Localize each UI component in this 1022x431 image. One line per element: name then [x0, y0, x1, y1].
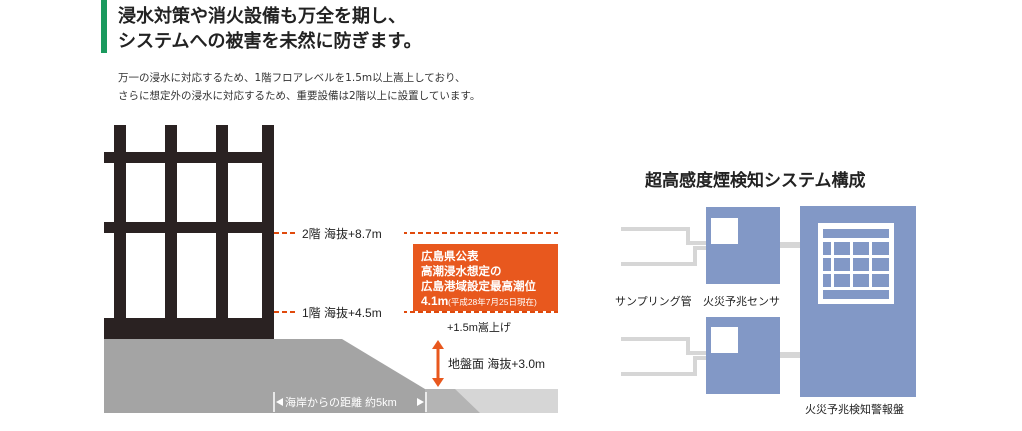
height-arrow-head-up: [432, 340, 444, 349]
section-heading: 浸水対策や消火設備も万全を期し、 システムへの被害を未然に防ぎます。: [118, 4, 422, 54]
alarm-panel-display: [823, 229, 889, 299]
heading-line-1: 浸水対策や消火設備も万全を期し、: [118, 6, 406, 27]
sampling-pipe-upper: [621, 227, 706, 266]
smoke-system-diagram: サンプリング管 火災予兆センサ 火災予兆検知警報盤: [615, 206, 916, 416]
sampling-pipe-lower: [621, 337, 706, 376]
distance-label: 海岸からの距離 約5km: [285, 395, 397, 409]
height-arrow-head-down: [432, 378, 444, 387]
section-description: 万一の浸水に対応するため、1階フロアレベルを1.5m以上嵩上しており、 さらに想…: [118, 69, 480, 105]
notice-date-note: (平成28年7月25日現在): [448, 297, 537, 307]
ground-level-label: 地盤面 海抜+3.0m: [448, 356, 545, 371]
fire-sensor-label: 火災予兆センサ: [703, 295, 780, 308]
building-frame: [104, 125, 274, 339]
description-line-2: さらに想定外の浸水に対応するため、重要設備は2階以上に設置しています。: [118, 90, 481, 102]
connector-upper: [780, 242, 800, 248]
sampling-pipe-label: サンプリング管: [615, 294, 692, 308]
raise-label: +1.5m嵩上げ: [447, 321, 511, 334]
flood-diagram: 2階 海抜+8.7m 1階 海抜+4.5m 広島県公表 高潮浸水想定の 広島港域…: [104, 125, 558, 413]
notice-line-1: 広島県公表: [421, 249, 479, 263]
alarm-panel-label: 火災予兆検知警報盤: [805, 402, 904, 416]
floor1-label: 1階 海抜+4.5m: [302, 305, 382, 320]
ground-left: [104, 339, 276, 413]
heading-line-2: システムへの被害を未然に防ぎます。: [118, 31, 422, 52]
notice-line-3: 広島港域設定最高潮位: [421, 279, 536, 293]
notice-line-2: 高潮浸水想定の: [421, 264, 502, 278]
storm-surge-notice: [413, 244, 558, 311]
connector-lower: [780, 352, 800, 358]
floor2-label: 2階 海抜+8.7m: [302, 226, 382, 241]
description-line-1: 万一の浸水に対応するため、1階フロアレベルを1.5m以上嵩上しており、: [118, 72, 466, 84]
heading-accent-bar: [101, 0, 107, 53]
distance-arrow-left: [276, 398, 283, 406]
sea-slope: [425, 389, 480, 413]
notice-max-tide-value: 4.1m: [421, 294, 448, 308]
distance-arrow-right: [417, 398, 424, 406]
system-title: 超高感度煙検知システム構成: [645, 171, 866, 191]
ground-slope: [276, 339, 425, 413]
